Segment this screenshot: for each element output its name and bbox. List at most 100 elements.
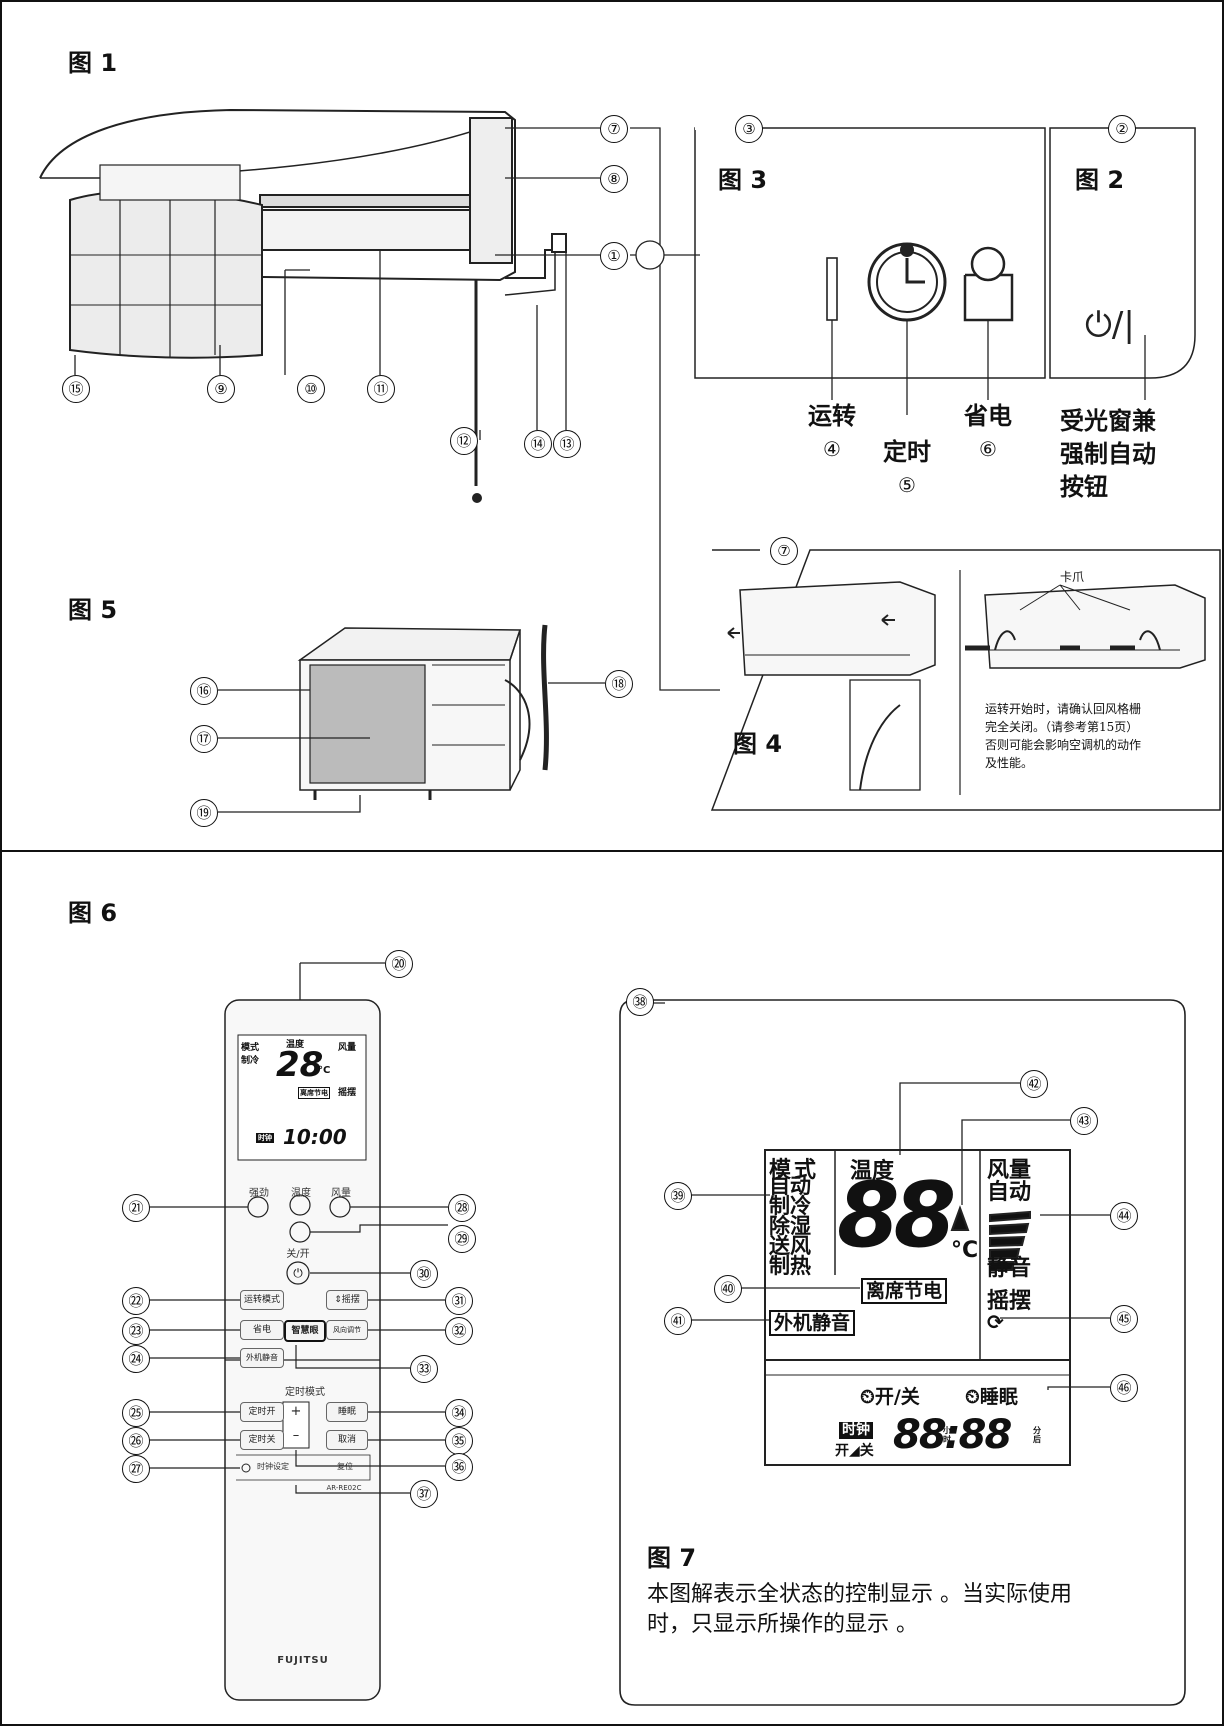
figure-6-label: 图 6 [68,899,118,927]
figure-4-label: 图 4 [733,730,783,758]
callout-44: ㊹ [1110,1202,1138,1230]
outdoor-quiet-button[interactable]: 外机静音 [240,1348,284,1368]
callout-22: ㉒ [122,1287,150,1315]
temp-label: 温度 [291,1188,311,1199]
callout-12: ⑫ [450,427,478,455]
fig2-caption-line-1: 受光窗兼 [1060,407,1156,435]
callout-27: ㉗ [122,1455,150,1483]
remote-lcd-clock: 10:00 [283,1125,347,1149]
callout-43: ㊸ [1070,1107,1098,1135]
fig4-note-line-3: 否则可能会影响空调机的动作 [985,738,1142,752]
callout-17: ⑰ [190,725,218,753]
minus-button[interactable]: – [292,1428,300,1443]
direction-button[interactable]: 风向调节 [326,1320,368,1340]
callout-10: ⑩ [297,375,325,403]
swing-button[interactable]: ⇕摇摆 [326,1290,368,1310]
clock-set-label[interactable]: 时钟设定 [257,1462,289,1471]
callout-14: ⑭ [524,430,552,458]
economy-label: 省电 ⑥ [953,400,1023,466]
callout-30: ㉚ [410,1260,438,1288]
fig4-note-line-4: 及性能。 [985,756,1034,770]
powerful-label: 强劲 [249,1188,269,1199]
lcd7-time: 88:88 [893,1412,1012,1458]
callout-36: ㊱ [445,1453,473,1481]
callout-19: ⑲ [190,799,218,827]
operation-label: 运转 ④ [797,400,867,466]
indoor-unit-body [39,108,516,282]
callout-4: ④ [823,437,841,461]
lcd7-fan-auto: 自动 [987,1180,1032,1205]
lcd7-mode-dry: 除湿 [769,1214,811,1238]
lcd7-modes: 自动 制冷 除湿 送风 制热 [769,1174,835,1278]
temp-down-button[interactable] [290,1222,310,1242]
remote-lcd-unit: °C [318,1065,331,1076]
remote-lcd: 模式 制冷 温度 28 °C 风量 摇摆 离席节电 时钟 10:00 [238,1035,366,1160]
cancel-button[interactable]: 取消 [326,1430,368,1450]
lcd7-mode-cool: 制冷 [769,1194,811,1218]
fan-button[interactable] [330,1197,350,1217]
lcd7-sleep: ⏲睡眠 [965,1386,1018,1408]
economy-button[interactable]: 省电 [240,1320,284,1340]
figure-3-label: 图 3 [718,166,768,194]
callout-13: ⑬ [553,430,581,458]
power-button[interactable]: ⏻ [293,1266,303,1280]
callout-2: ② [1108,115,1136,143]
lcd7-temp: 88 [837,1163,956,1268]
lcd7-mode-fan: 送风 [769,1234,811,1258]
powerful-button[interactable] [248,1197,268,1217]
bottom-panel-frame [0,850,1224,1726]
callout-21: ㉑ [122,1194,150,1222]
fig2-caption-line-3: 按钮 [1060,473,1108,501]
figure-7-label: 图 7 [647,1544,697,1572]
callout-18: ⑱ [605,670,633,698]
callout-42: ㊷ [1020,1070,1048,1098]
callout-37: ㊲ [410,1480,438,1508]
mode-button[interactable]: 运转模式 [240,1290,284,1310]
timer-text: 定时 [883,438,931,466]
callout-20: ⑳ [385,950,413,978]
lcd7-fan: 风量 [987,1158,1032,1183]
callout-15: ⑮ [62,375,90,403]
callout-35: ㉟ [445,1427,473,1455]
on-timer-button[interactable]: 定时开 [240,1402,284,1422]
reset-label[interactable]: 复位 [337,1462,353,1471]
remote-body [224,999,381,1701]
onoff-label: 关/开 [286,1249,310,1260]
callout-23: ㉓ [122,1317,150,1345]
intelligent-eye-button[interactable]: 智慧眼 [284,1320,326,1342]
fig4-note: 运转开始时，请确认回风格栅 完全关闭。（请参考第15页） 否则可能会影响空调机的… [985,700,1215,772]
brand-logo: FUJITSU [277,1655,329,1666]
swing-icon: ⟳ [987,1310,1004,1334]
operation-text: 运转 [808,402,856,430]
lcd7-mode-auto: 自动 [769,1174,811,1198]
off-timer-button[interactable]: 定时关 [240,1430,284,1450]
fig2-caption-line-2: 强制自动 [1060,440,1156,468]
sleep-button[interactable]: 睡眠 [326,1402,368,1422]
callout-25: ㉕ [122,1399,150,1427]
callout-26: ㉖ [122,1427,150,1455]
lcd7-unit: °C [951,1238,979,1263]
model-label: AR-RE02C [326,1484,362,1492]
callout-28: ㉘ [448,1194,476,1222]
lcd7-hour: 小时 [943,1426,951,1444]
full-lcd-display: 模式 自动 制冷 除湿 送风 制热 温度 88 °C 风量 自动 静音 摇摆 ⟳… [765,1150,1070,1465]
lcd7-temp-label: 温度 [850,1159,895,1184]
timer-label: 定时 ⑤ [872,436,942,502]
lcd7-minute: 分后 [1033,1426,1041,1444]
callout-33: ㉝ [410,1355,438,1383]
callout-32: ㉜ [445,1317,473,1345]
fig2-caption: 受光窗兼 强制自动 按钮 [1060,405,1190,504]
callout-9: ⑨ [207,375,235,403]
lcd7-onoff: ⏲开/关 [860,1386,920,1408]
temp-up-button[interactable] [290,1195,310,1215]
remote-lcd-swing: 摇摆 [338,1088,357,1098]
callout-46: ㊻ [1110,1374,1138,1402]
plus-button[interactable]: + [290,1404,302,1419]
callout-16: ⑯ [190,677,218,705]
figure-5-label: 图 5 [68,596,118,624]
remote-lcd-temp: 28 [276,1045,324,1085]
lcd7-quiet: 静音 [987,1256,1032,1281]
lcd7-swing: 摇摆 [987,1289,1032,1314]
lcd7-mode-heat: 制热 [769,1254,811,1278]
